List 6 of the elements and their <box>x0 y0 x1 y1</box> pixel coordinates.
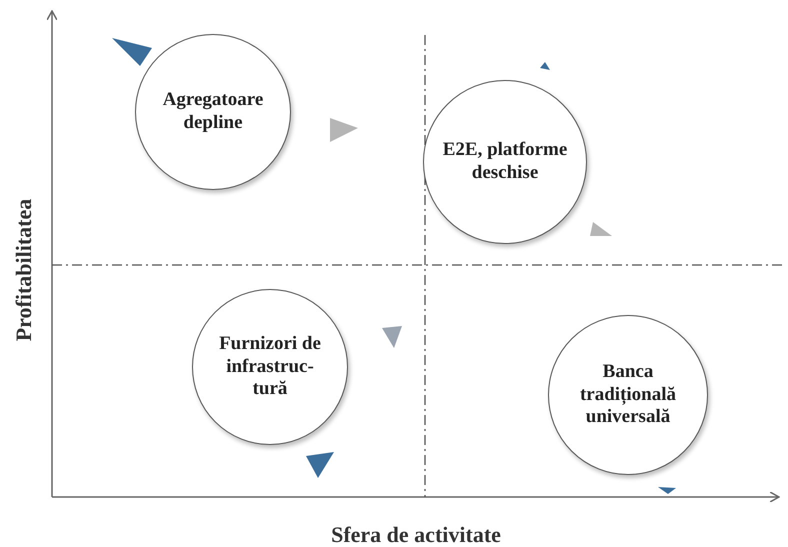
node-text: Agregatoare depline <box>162 89 264 135</box>
node-text: Furnizori de infrastruc-tură <box>218 332 322 402</box>
node-text: Banca tradițională universală <box>578 360 678 430</box>
axis-title: Profitabilitatea <box>11 198 37 342</box>
node-text: E2E, platforme deschise <box>442 139 568 185</box>
axis-title: Sfera de activitate <box>331 522 501 547</box>
